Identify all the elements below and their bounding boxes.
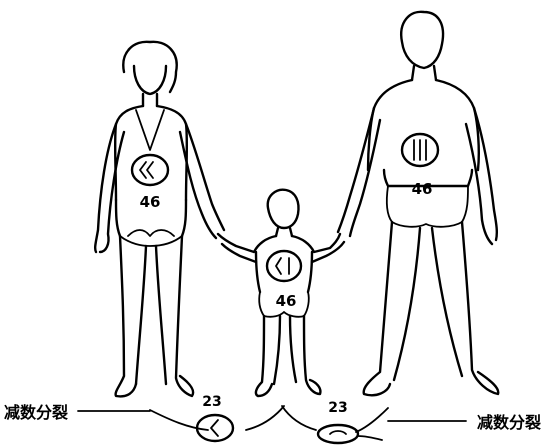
gamete-right: 23 bbox=[282, 400, 388, 443]
child-chromosome-marks bbox=[276, 258, 289, 274]
sperm-chromosome-count: 23 bbox=[328, 400, 347, 416]
meiosis-label-right-group: 减数分裂 bbox=[388, 413, 541, 432]
mother-chromosome-count: 46 bbox=[140, 193, 161, 211]
meiosis-label-left-group: 减数分裂 bbox=[4, 403, 150, 422]
meiosis-label-left: 减数分裂 bbox=[4, 403, 68, 422]
mother-chromosome-marks bbox=[140, 162, 153, 178]
egg-cell bbox=[197, 415, 233, 441]
sperm-cell bbox=[318, 425, 358, 443]
meiosis-label-right: 减数分裂 bbox=[477, 413, 541, 432]
father-chromosome-marks bbox=[414, 140, 426, 160]
mother-figure: 46 bbox=[95, 42, 224, 397]
gamete-left: 23 bbox=[150, 394, 284, 441]
mother-nucleus bbox=[132, 155, 168, 185]
father-chromosome-count: 46 bbox=[412, 180, 433, 198]
child-figure: 46 bbox=[218, 190, 344, 396]
father-figure: 46 bbox=[338, 12, 498, 395]
child-chromosome-count: 46 bbox=[276, 292, 297, 310]
egg-chromosome-count: 23 bbox=[202, 394, 221, 410]
child-nucleus bbox=[267, 251, 301, 281]
